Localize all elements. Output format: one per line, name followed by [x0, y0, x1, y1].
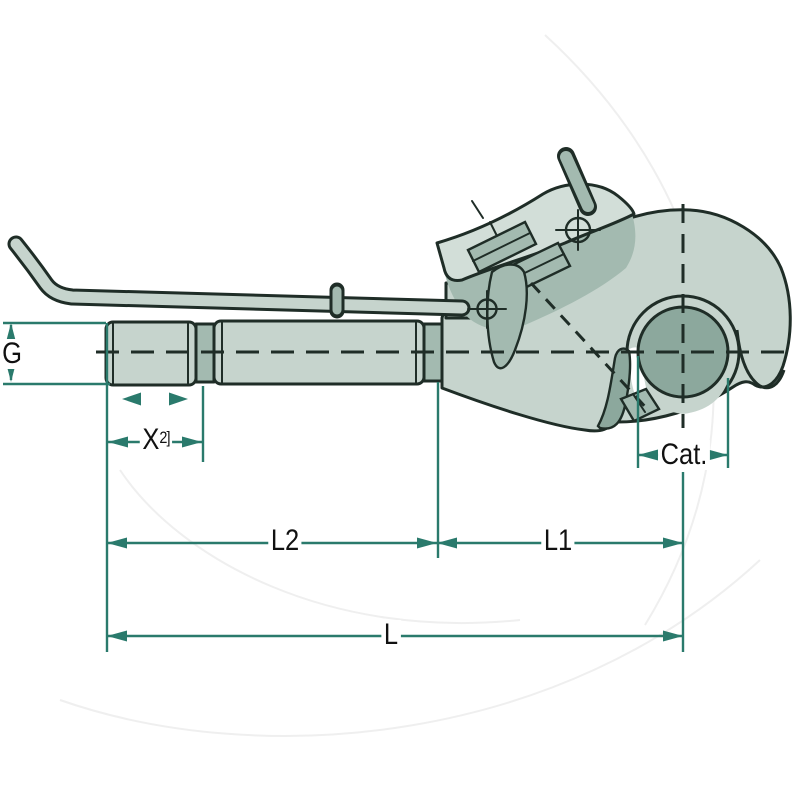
- watermark-arc: [119, 469, 521, 625]
- latch-axis-dashed-line: [529, 281, 652, 414]
- label-x: X2]: [139, 425, 173, 455]
- label-l1: L1: [541, 526, 575, 556]
- release-lever: [557, 147, 597, 216]
- label-cat: Cat.: [658, 440, 710, 470]
- adjust-arrow-right: [169, 392, 188, 406]
- pivot-marker: [467, 290, 507, 329]
- watermark-arc: [59, 559, 761, 737]
- latch-blade: [486, 263, 528, 370]
- label-x-footnote: 2]: [159, 428, 170, 447]
- adjust-arrow-left: [122, 392, 141, 406]
- handle-rod: [7, 235, 471, 317]
- pivot-marker: [555, 209, 601, 251]
- label-l: L: [381, 620, 401, 650]
- hook-assembly: [7, 147, 792, 433]
- hatch-tick: [471, 200, 484, 219]
- category-ball: [636, 305, 730, 399]
- label-l2: L2: [268, 526, 302, 556]
- label-g: G: [0, 339, 25, 369]
